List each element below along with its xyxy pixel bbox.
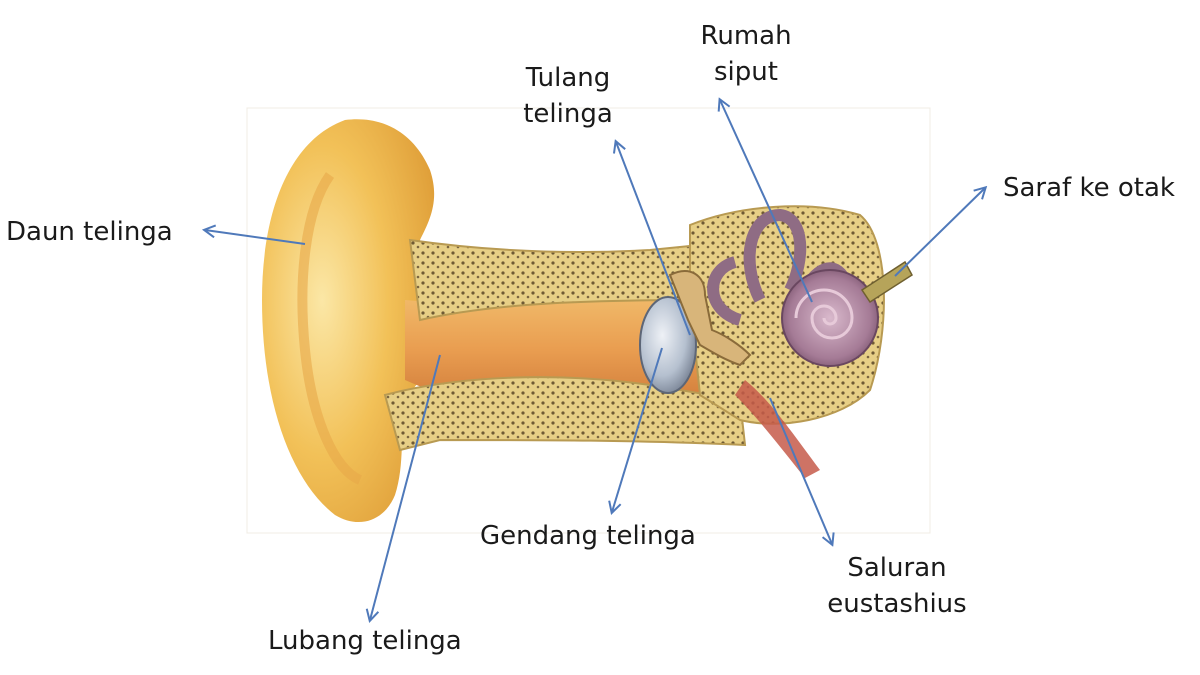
ear-canal-shape: [405, 300, 710, 401]
arrow-cochlea: [720, 100, 813, 303]
label-cochlea: Rumah siput: [684, 18, 808, 90]
label-auricle-text: Daun telinga: [6, 217, 173, 247]
label-eustachian: Saluran eustashius: [812, 550, 982, 622]
label-eustachian-line1: Saluran: [847, 553, 947, 583]
arrow-eustachian: [769, 397, 832, 544]
arrow-ossicles: [616, 142, 691, 336]
arrow-ear-canal: [370, 354, 441, 620]
label-ossicles: Tulang telinga: [508, 60, 628, 132]
label-arrows: [205, 100, 985, 620]
label-ear-canal-text: Lubang telinga: [268, 626, 462, 656]
label-cochlea-line2: siput: [714, 57, 778, 87]
label-ear-canal: Lubang telinga: [268, 623, 462, 659]
label-nerve: Saraf ke otak: [1003, 170, 1175, 206]
label-cochlea-line1: Rumah: [700, 21, 792, 51]
label-nerve-text: Saraf ke otak: [1003, 173, 1175, 203]
arrow-eardrum: [612, 347, 663, 512]
label-eardrum: Gendang telinga: [480, 518, 696, 554]
arrow-nerve: [894, 188, 985, 277]
label-eardrum-text: Gendang telinga: [480, 521, 696, 551]
arrow-auricle: [205, 230, 306, 245]
lower-bone: [383, 376, 747, 452]
cochlea-shape: [781, 269, 879, 367]
auricle-shape: [262, 119, 435, 523]
auricle-fold: [297, 172, 363, 485]
label-eustachian-line2: eustashius: [827, 589, 967, 619]
eustachian-tube: [735, 380, 820, 478]
label-auricle: Daun telinga: [6, 214, 173, 250]
eardrum-shape: [639, 296, 697, 394]
label-ossicles-line1: Tulang: [525, 63, 611, 93]
label-ossicles-line2: telinga: [523, 99, 613, 129]
cochlea-spiral: [794, 288, 854, 340]
ossicles-shape: [668, 270, 752, 367]
